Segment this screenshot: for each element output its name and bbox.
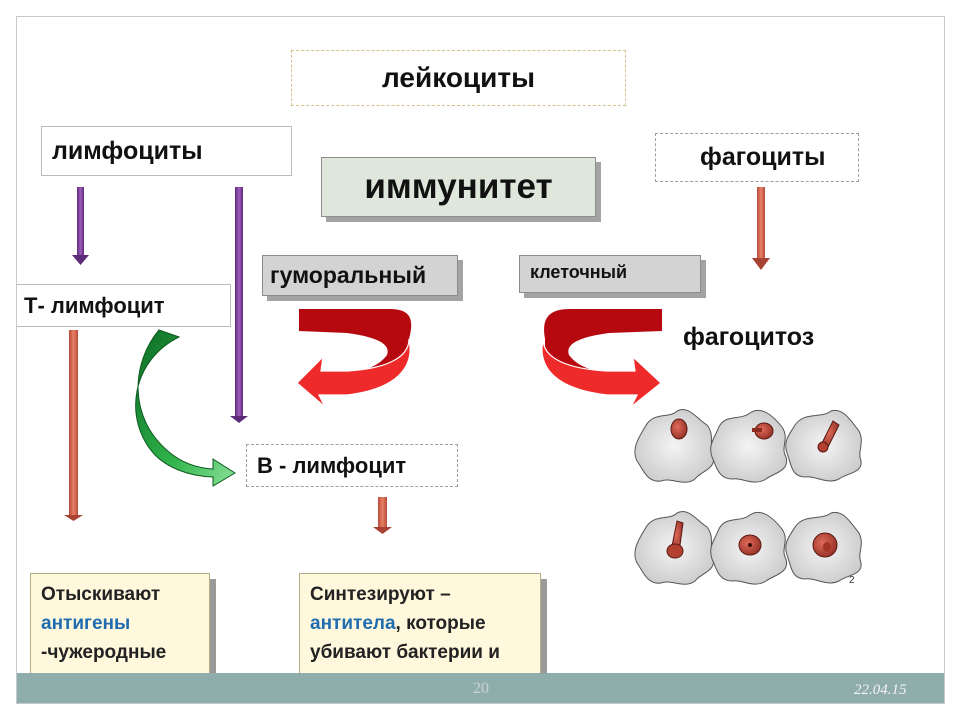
note-b-line-2: антитела, которые: [310, 609, 530, 638]
note-b-line-1: Синтезируют –: [310, 584, 451, 605]
humoral-label: гуморальный: [270, 262, 427, 288]
green-curved-arrow: [135, 329, 236, 487]
note-t-line-2: антигены: [41, 613, 131, 634]
orange-arrow-phagocytes: [752, 187, 770, 270]
immunity-box: иммунитет: [321, 157, 596, 217]
phagocyte-cell-2: [710, 409, 788, 483]
purple-arrow-left: [72, 187, 89, 265]
t-lymphocyte-label: Т- лимфоцит: [24, 292, 165, 318]
b-lymphocyte-label: В - лимфоцит: [257, 452, 407, 478]
lymphocytes-label: лимфоциты: [52, 136, 203, 165]
page-number: 20: [473, 680, 489, 697]
page-title: лейкоциты: [381, 62, 535, 93]
lymphocytes-box: лимфоциты: [41, 126, 292, 176]
humoral-box: гуморальный: [262, 255, 458, 296]
phagocytosis-label: фагоцитоз: [683, 322, 815, 351]
red-curved-arrow-humoral: [296, 309, 412, 408]
footer-bar: [17, 673, 944, 703]
phagocyte-cell-3: [785, 409, 862, 482]
phagocyte-illustrations: [634, 409, 862, 585]
title-box: лейкоциты: [291, 50, 626, 106]
orange-arrow-t: [64, 330, 83, 521]
note-t-line-1: Отыскивают: [41, 584, 161, 605]
phagocytes-box: фагоциты: [655, 133, 859, 182]
t-lymphocyte-box: Т- лимфоцит: [17, 284, 231, 327]
note-b-line-3: убивают бактерии и: [310, 642, 500, 663]
phagocyte-cell-1: [634, 409, 715, 483]
note-b-which: , которые: [395, 613, 486, 634]
b-lymphocyte-box: В - лимфоцит: [246, 444, 458, 487]
immunity-label: иммунитет: [364, 167, 553, 206]
arrows-and-illustrations: 2: [64, 187, 862, 586]
purple-arrow-right: [230, 187, 248, 423]
phagocyte-cell-5: [710, 511, 788, 585]
phagocyte-cell-4: [634, 511, 715, 585]
red-curved-arrow-cellular: [541, 309, 662, 408]
cellular-label: клеточный: [530, 262, 628, 282]
orange-arrow-b: [373, 497, 392, 534]
slide-date: 22.04.15: [854, 682, 907, 698]
figure-number: 2: [849, 575, 855, 586]
note-t-line-3: -чужеродные: [41, 642, 167, 663]
note-b-antibodies: антитела: [310, 613, 396, 634]
phagocytosis-label-box: фагоцитоз: [683, 317, 863, 357]
slide: 2 лейкоциты лимфоциты иммунитет фагоциты…: [16, 16, 945, 704]
cellular-box: клеточный: [519, 255, 701, 293]
phagocyte-cell-6: [785, 511, 862, 584]
phagocytes-label: фагоциты: [700, 143, 826, 171]
